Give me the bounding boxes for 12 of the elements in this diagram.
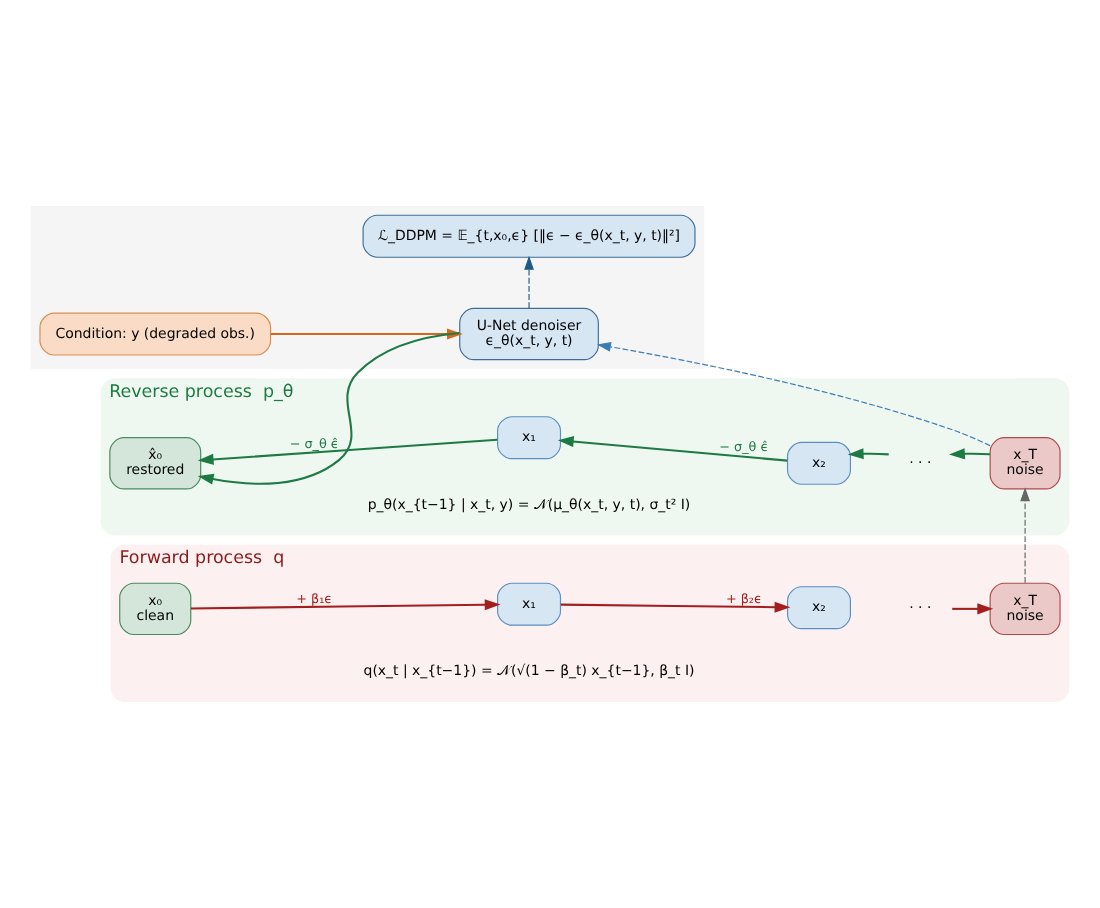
arrow — [847, 448, 889, 460]
arrow — [557, 436, 788, 462]
arrow — [1020, 487, 1030, 584]
arrow — [197, 331, 460, 485]
cluster — [30, 205, 705, 369]
arrow — [524, 255, 534, 309]
arrow — [949, 448, 991, 460]
arrow — [197, 438, 498, 465]
arrow — [952, 603, 994, 615]
arrow — [191, 599, 501, 611]
arrow — [560, 601, 791, 613]
arrow — [596, 342, 991, 447]
